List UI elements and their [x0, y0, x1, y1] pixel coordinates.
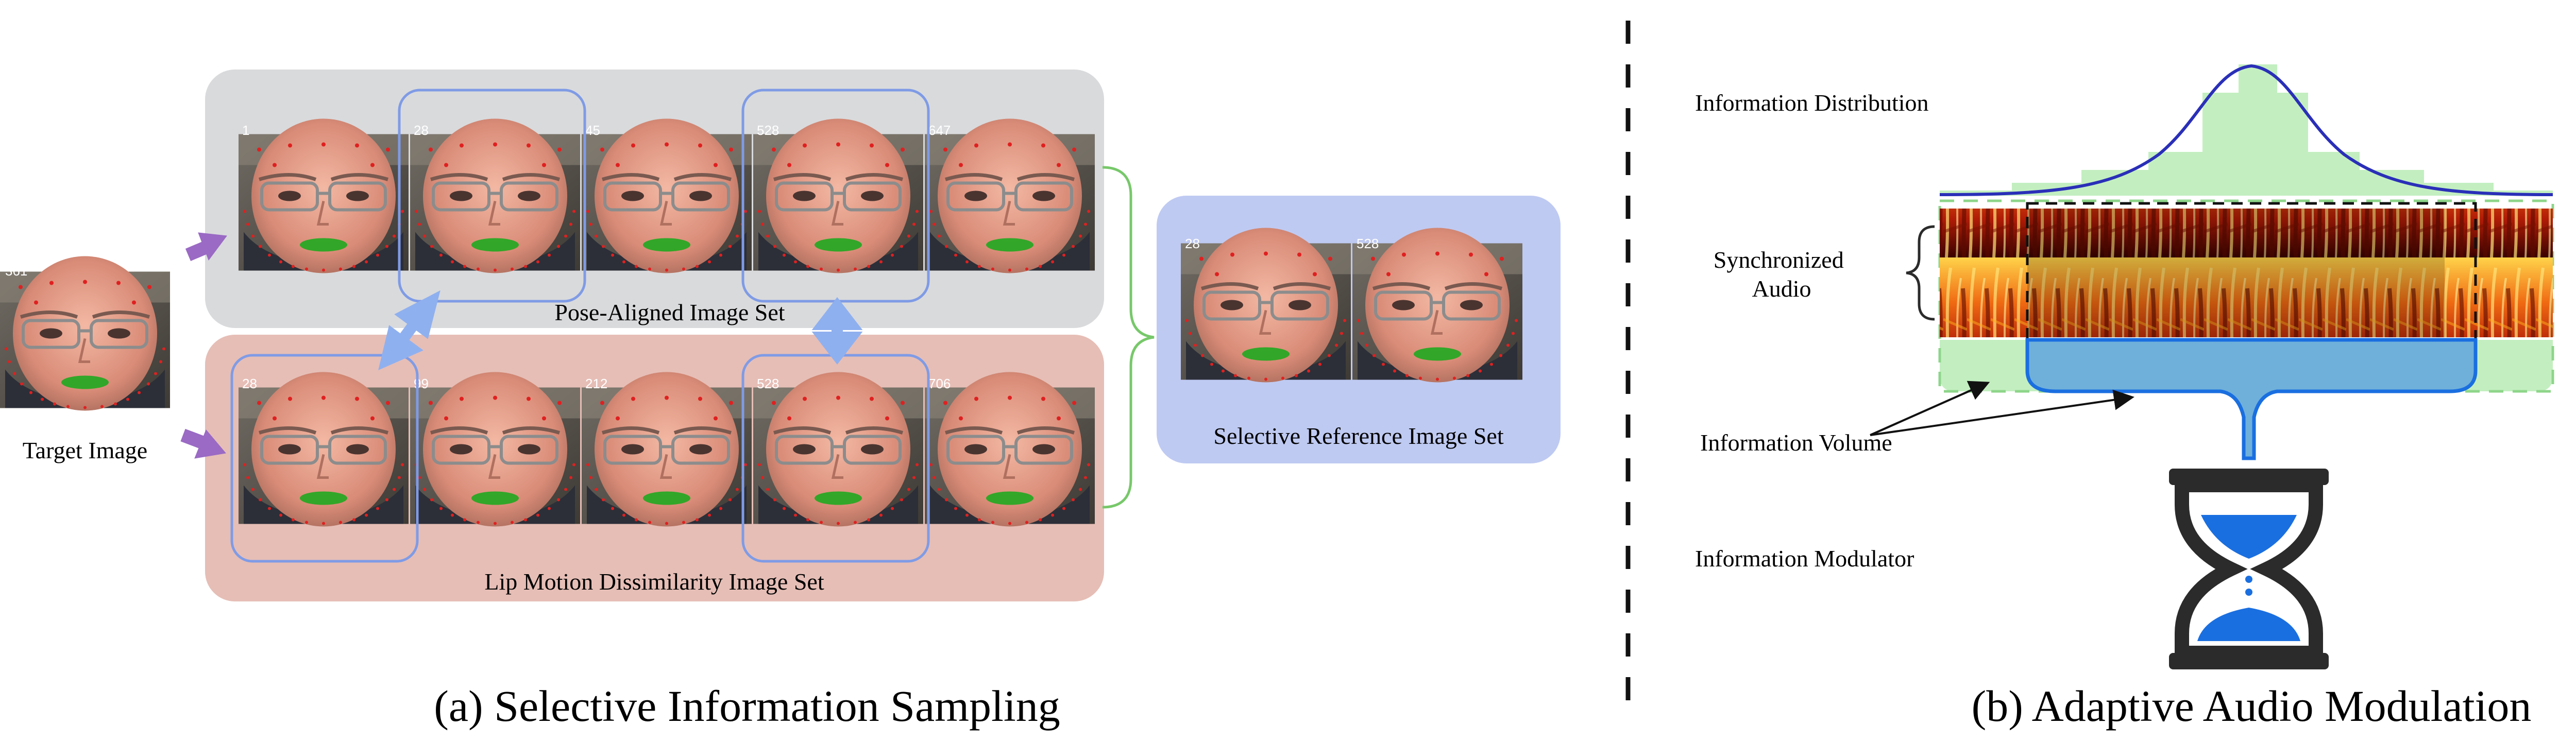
target-image-label: Target Image — [23, 437, 147, 463]
lip-frame-5: 706 — [928, 376, 951, 391]
match-arrows — [378, 290, 863, 371]
lip-frame-3: 212 — [585, 376, 607, 391]
info-volume-label: Information Volume — [1700, 429, 1892, 456]
modulation-funnel — [2025, 338, 2478, 460]
pose-frame-numbers: 1 28 45 528 647 — [242, 123, 951, 138]
lip-frame-4: 528 — [757, 376, 779, 391]
lip-frame-1: 28 — [242, 376, 257, 391]
synchronized-audio-line-2: Audio — [1752, 275, 1811, 302]
selected-window-shade — [2027, 209, 2445, 337]
pose-face-2 — [410, 119, 580, 273]
lip-face-2 — [410, 372, 580, 527]
green-brace — [1102, 166, 1155, 509]
audio-spectrogram — [1940, 209, 2553, 337]
pose-frame-5: 647 — [928, 123, 951, 138]
selected-window — [2026, 202, 2477, 344]
lip-face-1 — [239, 372, 409, 527]
pose-frame-2: 28 — [414, 123, 429, 138]
info-distribution-label: Information Distribution — [1695, 90, 1929, 116]
info-modulator-label: Information Modulator — [1695, 545, 1914, 572]
pose-face-3 — [582, 119, 752, 273]
match-highlights — [230, 89, 930, 563]
highlight-pose-28 — [398, 89, 586, 303]
lip-face-3 — [582, 372, 752, 527]
synchronized-audio-line-1: Synchronized — [1714, 247, 1844, 273]
target-frame-number: 361 — [5, 263, 27, 279]
synchronized-audio-label: Synchronized Audio — [1714, 247, 1850, 302]
reference-set-label: Selective Reference Image Set — [1213, 423, 1503, 449]
pose-frame-1: 1 — [242, 123, 249, 138]
left-caption: (a) Selective Information Sampling — [434, 681, 1060, 731]
right-caption: (b) Adaptive Audio Modulation — [1972, 681, 2532, 731]
audio-brace — [1906, 225, 1935, 321]
reference-frame-2: 528 — [1357, 236, 1379, 251]
reference-frame-1: 28 — [1185, 236, 1200, 251]
lip-motion-faces — [239, 372, 1095, 527]
pose-face-4 — [753, 119, 923, 273]
input-arrows — [180, 232, 227, 459]
pose-aligned-faces — [239, 119, 1095, 273]
pose-face-1 — [239, 119, 409, 273]
volume-arrow-right — [1870, 389, 2134, 436]
hourglass-icon — [2169, 469, 2329, 669]
highlight-lip-28 — [230, 354, 419, 563]
lip-frame-2: 99 — [414, 376, 429, 391]
volume-arrow-left — [1870, 381, 1990, 436]
pose-frame-4: 528 — [757, 123, 779, 138]
lip-face-5 — [925, 372, 1095, 527]
pose-frame-3: 45 — [585, 123, 600, 138]
reference-frame-numbers: 28 528 — [1185, 236, 1379, 251]
lip-motion-set-label: Lip Motion Dissimilarity Image Set — [484, 568, 824, 595]
distribution-curve — [1939, 64, 2553, 196]
pose-face-5 — [925, 119, 1095, 273]
distribution-area — [1940, 64, 2553, 196]
lip-face-4 — [753, 372, 923, 527]
reference-face-1 — [1181, 228, 1351, 383]
pose-aligned-set-label: Pose-Aligned Image Set — [554, 299, 785, 325]
target-image — [0, 256, 170, 411]
